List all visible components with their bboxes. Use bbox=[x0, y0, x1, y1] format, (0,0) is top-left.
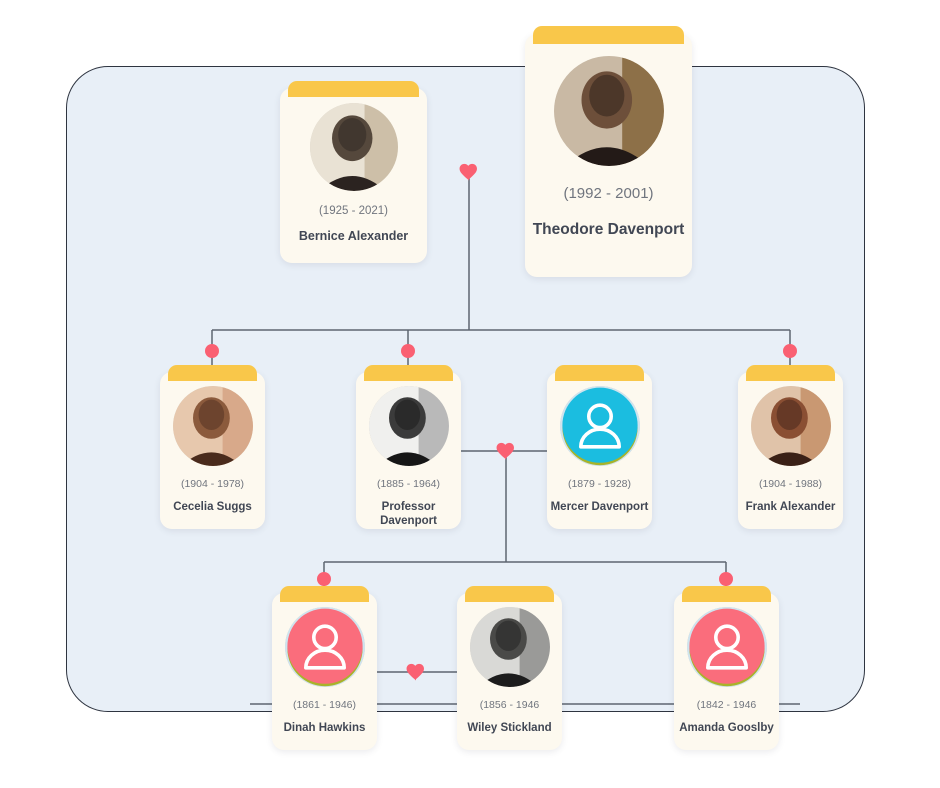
person-card-bernice-alexander[interactable]: (1925 - 2021) Bernice Alexander bbox=[280, 81, 427, 263]
person-dates: (1992 - 2001) bbox=[563, 185, 654, 202]
avatar bbox=[553, 56, 664, 166]
person-card-professor-davenport[interactable]: (1885 - 1964) Professor Davenport bbox=[356, 365, 461, 529]
person-placeholder-icon bbox=[559, 386, 640, 466]
relationship-dot-amanda[interactable] bbox=[719, 572, 733, 586]
person-dates: (1879 - 1928) bbox=[567, 478, 632, 490]
heart-icon-bernice-theodore[interactable] bbox=[458, 161, 480, 183]
photo-portrait-man-bowtie bbox=[750, 386, 831, 466]
person-card-dinah-hawkins[interactable]: (1861 - 1946) Dinah Hawkins bbox=[272, 586, 377, 750]
card-top-accent-bar bbox=[280, 586, 369, 602]
person-dates: (1842 - 1946 bbox=[696, 699, 757, 711]
card-top-accent-bar bbox=[465, 586, 554, 602]
person-name: Mercer Davenport bbox=[550, 500, 649, 513]
person-name: Wiley Stickland bbox=[467, 721, 552, 734]
card-top-accent-bar bbox=[682, 586, 771, 602]
person-dates: (1925 - 2021) bbox=[318, 205, 389, 217]
avatar bbox=[284, 607, 365, 687]
card-top-accent-bar bbox=[746, 365, 835, 381]
person-placeholder-icon bbox=[686, 607, 767, 687]
avatar bbox=[686, 607, 767, 687]
heart-icon-dinah-wiley[interactable] bbox=[405, 661, 427, 683]
card-top-accent-bar bbox=[288, 81, 419, 97]
avatar bbox=[559, 386, 640, 466]
relationship-dot-dinah[interactable] bbox=[317, 572, 331, 586]
avatar bbox=[172, 386, 253, 466]
person-dates: (1904 - 1988) bbox=[758, 478, 823, 490]
photo-portrait-man-smiling bbox=[553, 56, 664, 166]
card-top-accent-bar bbox=[555, 365, 644, 381]
avatar bbox=[750, 386, 831, 466]
person-dates: (1885 - 1964) bbox=[376, 478, 441, 490]
relationship-dot-professor[interactable] bbox=[401, 344, 415, 358]
avatar bbox=[368, 386, 449, 466]
person-name: Bernice Alexander bbox=[298, 228, 409, 243]
person-dates: (1861 - 1946) bbox=[292, 699, 357, 711]
person-name: Professor Davenport bbox=[380, 500, 437, 527]
heart-icon-professor-mercer[interactable] bbox=[495, 440, 517, 462]
photo-portrait-woman-elder bbox=[172, 386, 253, 466]
card-top-accent-bar bbox=[533, 26, 684, 44]
person-name: Dinah Hawkins bbox=[283, 721, 366, 734]
card-top-accent-bar bbox=[168, 365, 257, 381]
person-name: Theodore Davenport bbox=[532, 221, 685, 238]
person-card-cecelia-suggs[interactable]: (1904 - 1978) Cecelia Suggs bbox=[160, 365, 265, 529]
person-card-mercer-davenport[interactable]: (1879 - 1928) Mercer Davenport bbox=[547, 365, 652, 529]
person-card-theodore-davenport[interactable]: (1992 - 2001) Theodore Davenport bbox=[525, 26, 692, 277]
person-dates: (1904 - 1978) bbox=[180, 478, 245, 490]
photo-portrait-elder-glasses bbox=[368, 386, 449, 466]
relationship-dot-cecelia[interactable] bbox=[205, 344, 219, 358]
photo-portrait-man-beard bbox=[469, 607, 550, 687]
person-placeholder-icon bbox=[284, 607, 365, 687]
person-name: Amanda Gooslby bbox=[679, 721, 774, 734]
person-name: Cecelia Suggs bbox=[173, 500, 252, 513]
person-card-frank-alexander[interactable]: (1904 - 1988) Frank Alexander bbox=[738, 365, 843, 529]
relationship-dot-frank[interactable] bbox=[783, 344, 797, 358]
person-name: Frank Alexander bbox=[745, 500, 836, 513]
person-dates: (1856 - 1946 bbox=[479, 699, 540, 711]
avatar bbox=[469, 607, 550, 687]
card-top-accent-bar bbox=[364, 365, 453, 381]
avatar bbox=[309, 103, 398, 191]
photo-portrait-woman-afro bbox=[309, 103, 398, 191]
